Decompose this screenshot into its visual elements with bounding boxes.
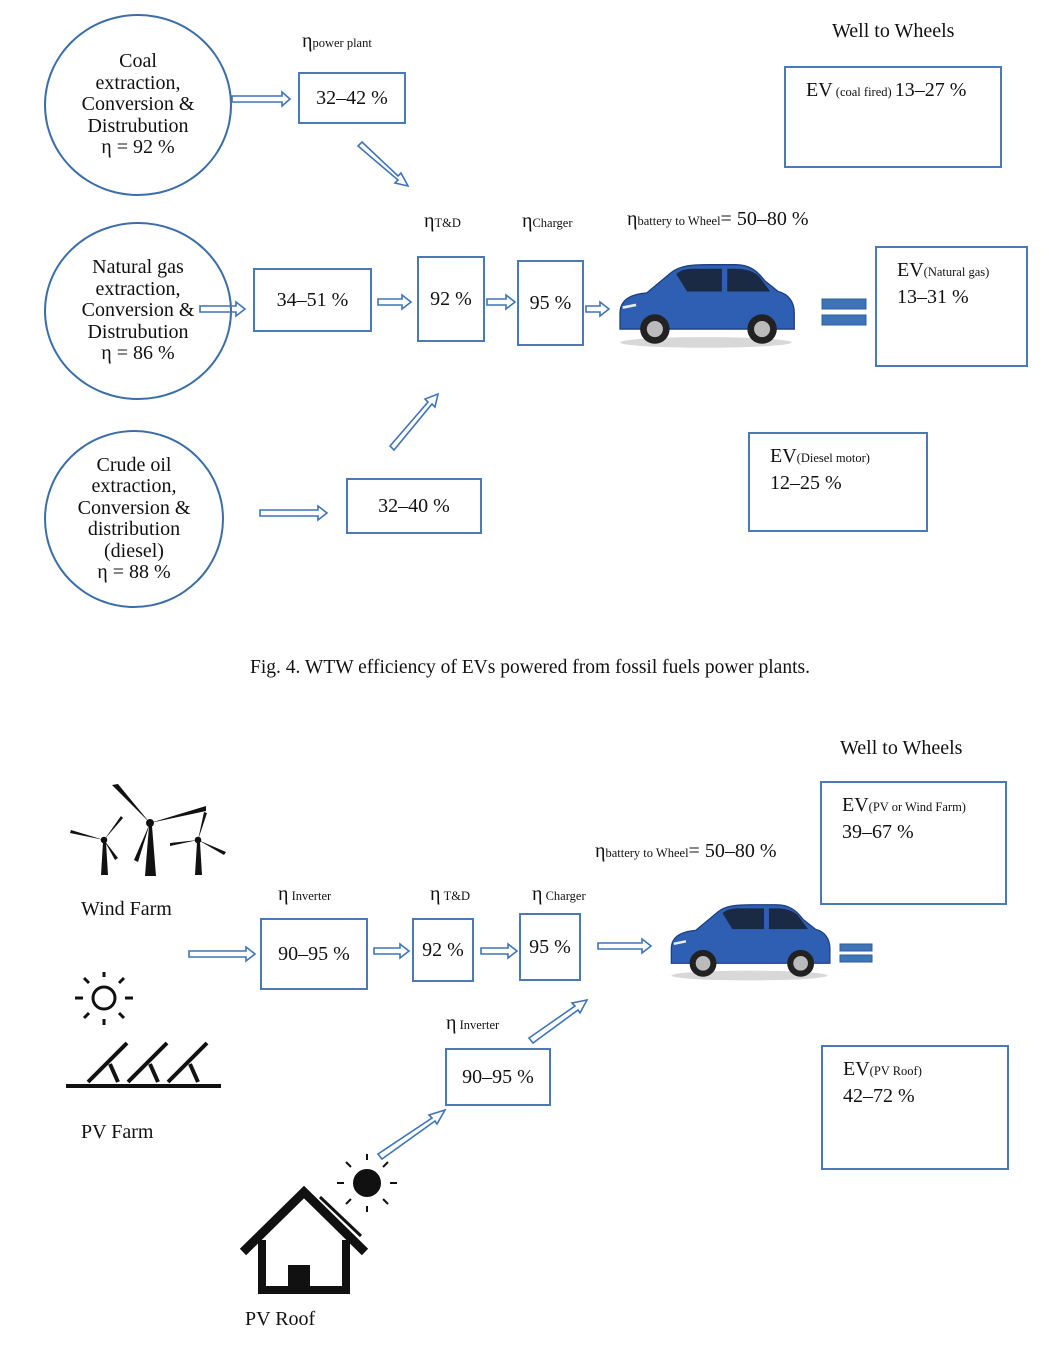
sun-icon <box>75 972 133 1025</box>
arrow-td-to-charger-fig5 <box>480 942 519 960</box>
wind-farm-label: Wind Farm <box>81 898 172 920</box>
coal-source-circle: Coal extraction, Conversion & Distrubuti… <box>44 14 232 196</box>
eta-inverter-label: η Inverter <box>278 883 332 905</box>
inverter-box: 90–95 % <box>260 918 368 990</box>
arrow-coal-plant-to-td <box>356 140 410 188</box>
fig5-header: Well to Wheels <box>840 737 963 759</box>
inverter-roof-box: 90–95 % <box>445 1048 551 1106</box>
ev-pv-wind-result-box: EV(PV or Wind Farm) 39–67 % <box>820 781 1007 905</box>
house-icon <box>239 1185 369 1294</box>
arrow-charger-to-car <box>585 300 611 318</box>
arrow-roof-to-inverter <box>376 1108 447 1161</box>
arrow-gas-to-plant <box>199 300 247 318</box>
td-box-fig5: 92 % <box>412 918 474 982</box>
arrow-diesel-to-plant <box>259 504 329 522</box>
pv-farm-label: PV Farm <box>81 1121 154 1143</box>
eta-charger-label: ηCharger <box>522 210 573 232</box>
natural-gas-source-circle: Natural gas extraction, Conversion & Dis… <box>44 222 232 400</box>
arrow-td-to-charger <box>486 293 517 311</box>
gas-power-plant-box: 34–51 % <box>253 268 372 332</box>
solar-panel-icon <box>66 1041 221 1088</box>
eta-td-label-fig5: η T&D <box>430 883 470 905</box>
wind-turbine-icon <box>70 784 226 876</box>
charger-box: 95 % <box>517 260 584 346</box>
arrow-roof-inverter-to-charger <box>527 998 589 1045</box>
ev-diesel-result-box: EV(Diesel motor) 12–25 % <box>748 432 928 532</box>
eta-power-plant-label: ηpower plant <box>302 30 372 52</box>
car-image-fig5 <box>670 903 832 982</box>
diesel-power-plant-box: 32–40 % <box>346 478 482 534</box>
eta-battery-to-wheel-label-fig5: ηbattery to Wheel= 50–80 % <box>595 840 777 862</box>
pv-roof-label: PV Roof <box>245 1308 316 1330</box>
arrow-coal-to-plant <box>231 90 292 108</box>
eta-inverter-roof-label: η Inverter <box>446 1012 500 1034</box>
eta-battery-to-wheel-label: ηbattery to Wheel= 50–80 % <box>627 208 809 230</box>
roof-sun-icon <box>337 1154 397 1212</box>
arrow-charger-to-car-fig5 <box>597 937 653 955</box>
coal-power-plant-box: 32–42 % <box>298 72 406 124</box>
equals-sign-fig5 <box>839 943 873 963</box>
arrow-inverter-to-td <box>373 942 411 960</box>
arrow-diesel-plant-to-td <box>388 392 440 452</box>
equals-sign <box>821 298 867 326</box>
eta-charger-label-fig5: η Charger <box>532 883 586 905</box>
fig4-header: Well to Wheels <box>832 20 955 42</box>
eta-td-label: ηT&D <box>424 210 461 232</box>
ev-pv-roof-result-box: EV(PV Roof) 42–72 % <box>821 1045 1009 1170</box>
ev-coal-result-box: EV (coal fired) 13–27 % <box>784 66 1002 168</box>
arrow-gas-plant-to-td <box>377 293 413 311</box>
fig4-caption: Fig. 4. WTW efficiency of EVs powered fr… <box>250 657 810 678</box>
td-box: 92 % <box>417 256 485 342</box>
car-image <box>618 263 796 350</box>
charger-box-fig5: 95 % <box>519 913 581 981</box>
arrow-wind-pv-to-inverter <box>188 945 257 963</box>
ev-natural-gas-result-box: EV(Natural gas) 13–31 % <box>875 246 1028 367</box>
crude-oil-source-circle: Crude oil extraction, Conversion & distr… <box>44 430 224 608</box>
